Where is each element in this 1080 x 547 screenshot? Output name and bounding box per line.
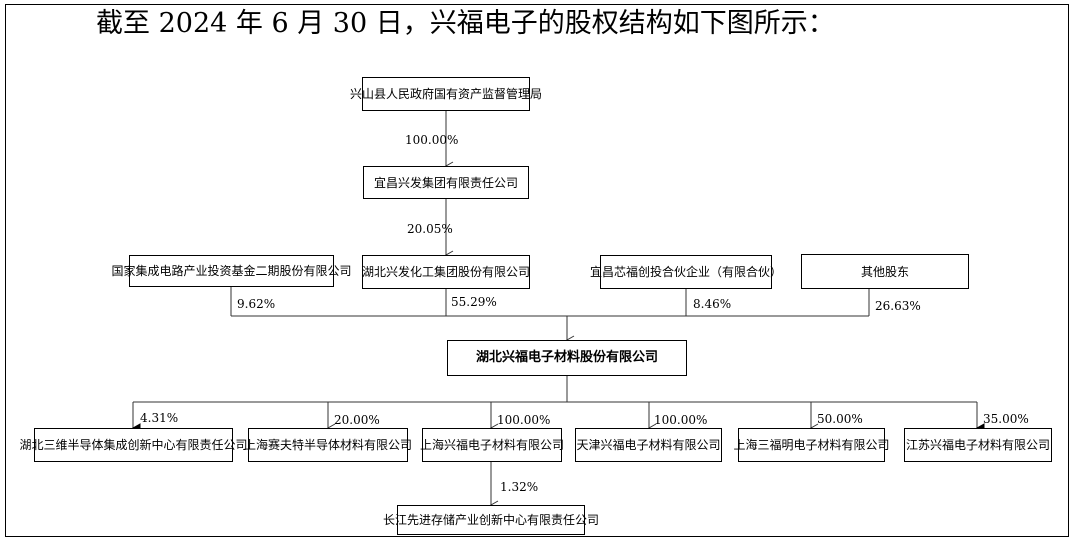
node-sub6: 江苏兴福电子材料有限公司 xyxy=(904,428,1052,462)
node-sub1: 湖北三维半导体集成创新中心有限责任公司 xyxy=(20,428,248,462)
node-yichang-xinfu: 宜昌芯福创投合伙企业（有限合伙） xyxy=(590,255,782,289)
node-company: 湖北兴福电子材料股份有限公司 xyxy=(447,340,687,376)
node-others: 其他股东 xyxy=(801,254,969,289)
pct-sub1: 4.31% xyxy=(140,411,179,425)
node-sub2: 上海赛夫特半导体材料有限公司 xyxy=(244,428,412,462)
node-yichang-xingfa: 宜昌兴发集团有限责任公司 xyxy=(363,166,529,199)
node-sasac: 兴山县人民政府国有资产监督管理局 xyxy=(350,77,542,111)
pct-sub2: 20.00% xyxy=(334,413,380,427)
pct-sub6: 35.00% xyxy=(983,412,1029,426)
pct-sub4: 100.00% xyxy=(654,413,708,427)
node-big-fund: 国家集成电路产业投资基金二期股份有限公司 xyxy=(112,255,352,287)
node-sub3: 上海兴福电子材料有限公司 xyxy=(420,428,564,462)
pct-big-fund: 9.62% xyxy=(237,297,276,311)
pct-yichang-xinfu: 8.46% xyxy=(693,297,732,311)
node-sub3-child: 长江先进存储产业创新中心有限责任公司 xyxy=(383,505,599,535)
pct-yichang-hubei: 20.05% xyxy=(407,222,453,236)
node-hubei-xingfa: 湖北兴发化工集团股份有限公司 xyxy=(362,255,530,289)
node-sub4: 天津兴福电子材料有限公司 xyxy=(575,428,722,462)
pct-sub3: 100.00% xyxy=(497,413,551,427)
node-sub5: 上海三福明电子材料有限公司 xyxy=(734,428,890,462)
page-frame xyxy=(5,4,1069,537)
pct-others: 26.63% xyxy=(875,299,921,313)
pct-sasac-yichang: 100.00% xyxy=(405,133,459,147)
pct-sub5: 50.00% xyxy=(817,412,863,426)
pct-hubei-xingfa: 55.29% xyxy=(451,295,497,309)
pct-sub3-child: 1.32% xyxy=(500,480,539,494)
page-title: 截至 2024 年 6 月 30 日，兴福电子的股权结构如下图所示： xyxy=(96,8,835,39)
